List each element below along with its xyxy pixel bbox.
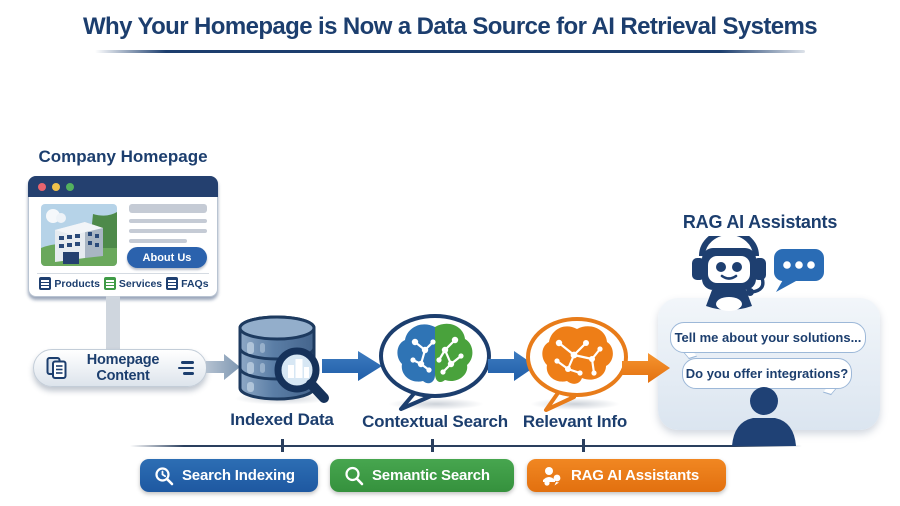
homepage-nav: Products Services FAQs bbox=[35, 277, 213, 290]
search-clock-icon bbox=[155, 466, 174, 485]
window-close-dot bbox=[38, 182, 46, 191]
timeline-tick-3 bbox=[582, 439, 585, 452]
products-doc-icon bbox=[39, 277, 52, 290]
user-silhouette-icon bbox=[732, 387, 796, 446]
window-divider bbox=[37, 273, 209, 274]
browser-titlebar bbox=[28, 176, 218, 197]
relevant-info-icon bbox=[526, 317, 628, 412]
nav-item-services[interactable]: Services bbox=[103, 277, 163, 290]
semantic-search-button[interactable]: Semantic Search bbox=[330, 459, 514, 492]
vertical-connector bbox=[106, 296, 120, 354]
arrow-gray-right bbox=[206, 354, 240, 380]
robot-icon bbox=[692, 236, 824, 311]
nav-item-products[interactable]: Products bbox=[39, 277, 100, 290]
magnifier-icon bbox=[274, 347, 329, 403]
timeline-line bbox=[130, 445, 802, 447]
homepage-content-label: Homepage Content bbox=[86, 352, 160, 384]
people-chat-icon bbox=[543, 466, 561, 486]
about-us-button[interactable]: About Us bbox=[127, 247, 207, 268]
chat-message-1: Tell me about your solutions... bbox=[670, 322, 866, 353]
rag-assistants-button[interactable]: RAG AI Assistants bbox=[527, 459, 726, 492]
chat-message-2: Do you offer integrations? bbox=[682, 358, 852, 389]
chat-dots-bubble-icon bbox=[774, 249, 824, 292]
placeholder-text-lines bbox=[129, 204, 207, 249]
semantic-search-label: Semantic Search bbox=[372, 467, 490, 484]
search-indexing-button[interactable]: Search Indexing bbox=[140, 459, 318, 492]
window-maximize-dot bbox=[66, 182, 74, 191]
stage-label-contextual-search: Contextual Search bbox=[362, 412, 508, 431]
menu-lines-icon bbox=[178, 361, 194, 375]
arrow-orange-right bbox=[622, 353, 670, 383]
page-title: Why Your Homepage is Now a Data Source f… bbox=[83, 13, 818, 40]
company-homepage-label: Company Homepage bbox=[38, 147, 208, 166]
stage-label-relevant-info: Relevant Info bbox=[522, 412, 628, 431]
contextual-search-icon bbox=[379, 314, 491, 411]
timeline-tick-1 bbox=[281, 439, 284, 452]
title-underline bbox=[95, 50, 805, 53]
faqs-doc-icon bbox=[166, 277, 179, 290]
services-doc-icon bbox=[103, 277, 116, 290]
homepage-content-pill: Homepage Content bbox=[33, 349, 207, 387]
timeline-tick-2 bbox=[431, 439, 434, 452]
nav-label: Products bbox=[54, 277, 100, 290]
arrow-blue-right-2 bbox=[488, 351, 536, 381]
stage-label-indexed-data: Indexed Data bbox=[230, 410, 334, 429]
nav-item-faqs[interactable]: FAQs bbox=[166, 277, 209, 290]
arrow-blue-right-1 bbox=[322, 351, 382, 381]
document-copy-icon bbox=[46, 357, 67, 379]
building-image bbox=[41, 204, 117, 266]
rag-assistants-label: RAG AI Assistants bbox=[571, 467, 700, 484]
nav-label: FAQs bbox=[181, 277, 209, 290]
search-indexing-label: Search Indexing bbox=[182, 467, 295, 484]
magnifier-icon bbox=[345, 466, 364, 485]
database-icon bbox=[238, 315, 329, 403]
nav-label: Services bbox=[118, 277, 163, 290]
rag-assistants-heading: RAG AI Assistants bbox=[682, 212, 838, 232]
browser-window: About Us Products Services FAQs bbox=[28, 176, 218, 297]
window-minimize-dot bbox=[52, 182, 60, 191]
